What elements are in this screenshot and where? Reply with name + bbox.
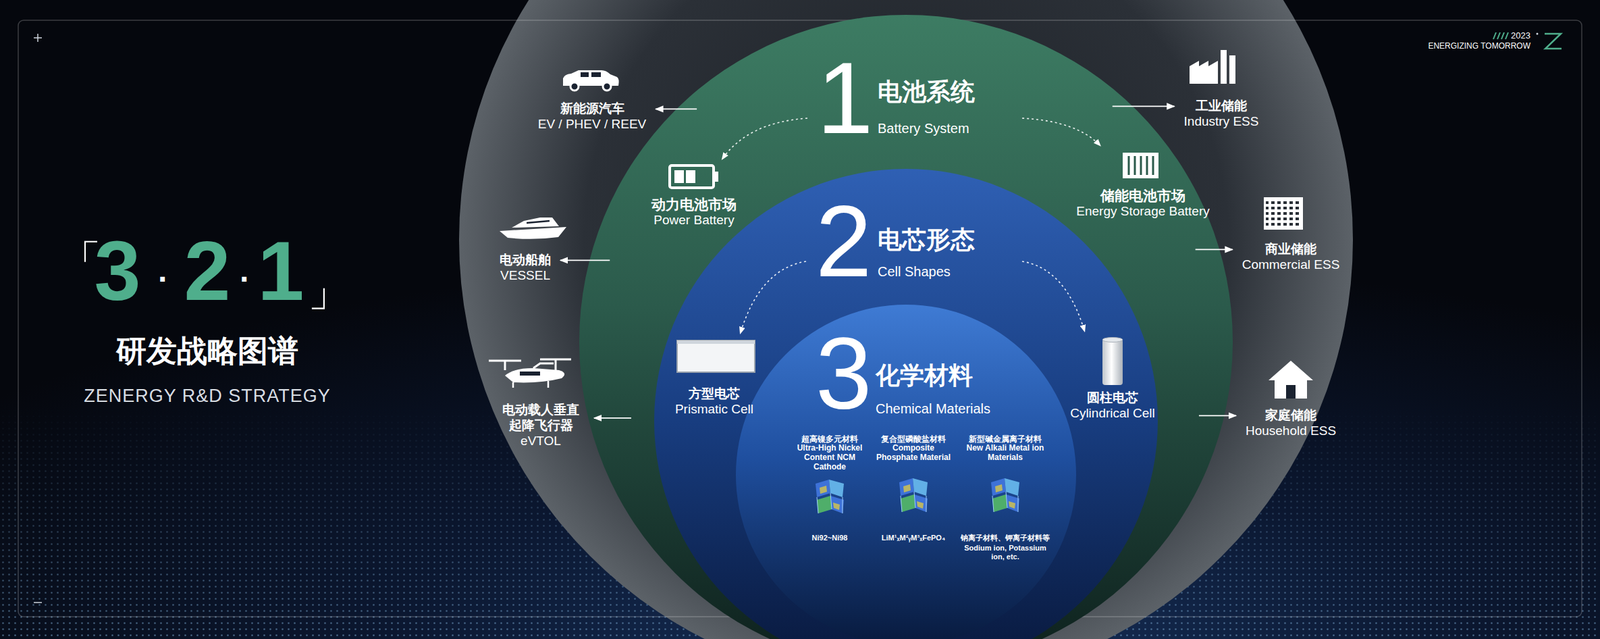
market-node: 圆柱电芯Cylindrical Cell — [1065, 335, 1160, 423]
text-label: 复合型磷酸盐材料 — [881, 434, 946, 444]
factory-icon — [1189, 49, 1236, 84]
circle-heading: 电池系统 — [877, 76, 975, 106]
house-icon — [1268, 360, 1314, 399]
layer-number: 1 — [816, 47, 873, 149]
layer-number: 3 — [815, 322, 872, 424]
circle-heading: Chemical Materials — [875, 400, 991, 417]
node-title: 商业储能 — [1242, 241, 1341, 258]
node-title: 家庭储能 — [1245, 407, 1337, 424]
layer-number: 2 — [815, 190, 872, 292]
market-node: 家庭储能Household ESS — [1241, 359, 1341, 441]
node-subtitle: Energy Storage Battery — [1076, 203, 1210, 220]
node-title: 工业储能 — [1184, 98, 1260, 115]
node-title: 圆柱电芯 — [1070, 390, 1156, 406]
node-subtitle: EV / PHEV / REEV — [538, 116, 647, 133]
node-title: 新能源汽车 — [538, 101, 647, 117]
ring-circle: 3化学材料 Chemical Materials — [735, 304, 1077, 639]
text-label: 钠离子材料、钾离子材料等 — [960, 533, 1050, 543]
circle-shape — [735, 304, 1077, 639]
text-label: New Alkali Metal ion Materials — [961, 443, 1050, 463]
node-title: 储能电池市场 — [1076, 187, 1210, 204]
circle-heading: 电芯形态 — [877, 224, 975, 254]
ring-circle: 1电池系统 Battery System 动力电池市场Power Battery 储能… — [579, 14, 1233, 639]
text-label: Ni92~Ni98 — [812, 533, 848, 543]
node-subtitle: Commercial ESS — [1242, 257, 1341, 273]
node-title: 动力电池市场 — [651, 195, 737, 213]
text-label: Composite Phosphate Material — [871, 443, 956, 463]
node-subtitle: Household ESS — [1245, 423, 1337, 439]
vessel-icon — [499, 217, 567, 239]
node-subtitle: Power Battery — [651, 212, 737, 229]
car-icon — [563, 70, 620, 91]
office-icon — [1263, 197, 1303, 230]
node-subtitle: Industry ESS — [1184, 114, 1260, 130]
node-title: 电动船舶 — [499, 252, 551, 269]
node-subtitle: Prismatic Cell — [675, 401, 754, 418]
text-label: Ultra-High Nickel Content NCM Cathode — [787, 443, 873, 472]
corner-marks — [33, 33, 42, 603]
circle-heading: Cell Shapes — [877, 263, 951, 280]
title-mark: 1 — [257, 228, 305, 313]
title-mark: 3 — [94, 228, 142, 313]
outer-ring — [459, 0, 1353, 639]
market-node: 电动载人垂直 起降飞行器eVTOL — [492, 355, 589, 450]
node-subtitle: eVTOL — [496, 433, 585, 449]
market-node: 新能源汽车EV / PHEV / REEV — [534, 67, 651, 134]
market-node: 动力电池市场Power Battery — [647, 163, 741, 230]
title-mark: · — [157, 263, 169, 296]
market-node: 方型电芯Prismatic Cell — [671, 337, 758, 419]
market-node: 电动船舶VESSEL — [495, 211, 555, 285]
text-label: 超高镍多元材料 — [801, 434, 859, 444]
circle-fill — [735, 304, 1077, 639]
node-title: 电动载人垂直 起降飞行器 — [496, 402, 585, 434]
node-title: 方型电芯 — [675, 386, 754, 402]
market-node: 商业储能Commercial ESS — [1238, 195, 1345, 275]
circle-fill — [654, 168, 1158, 639]
text-label: 新型碱金属离子材料 — [968, 434, 1042, 444]
circle-heading: Battery System — [877, 120, 970, 137]
market-node: 储能电池市场Energy Storage Battery — [1072, 149, 1214, 221]
text-label: 2023 — [1510, 30, 1531, 42]
circle-heading: 化学材料 — [875, 360, 973, 390]
text-label: Sodium ion, Potassium ion, etc. — [961, 543, 1050, 561]
text-label: ZENERGY R&D STRATEGY — [83, 384, 331, 407]
node-subtitle: VESSEL — [499, 268, 551, 284]
ring-circle: 2电芯形态 Cell Shapes 方型电芯Prismatic Cell 圆柱电芯Cy… — [654, 168, 1158, 639]
evtol-icon — [488, 359, 572, 388]
text-label: ENERGIZING TOMORROW — [1427, 41, 1531, 51]
title-mark: 2 — [184, 228, 231, 313]
node-subtitle: Cylindrical Cell — [1070, 405, 1156, 422]
diagram-title: 研发战略图谱 — [116, 332, 299, 370]
title-mark: 」 — [307, 270, 350, 312]
market-node: 工业储能Industry ESS — [1180, 48, 1264, 131]
title-mark: · — [239, 263, 251, 296]
text-label: LiM¹ₓM²ᵧM³ₓFePO₄ — [881, 533, 946, 543]
circle-shape — [579, 14, 1233, 639]
